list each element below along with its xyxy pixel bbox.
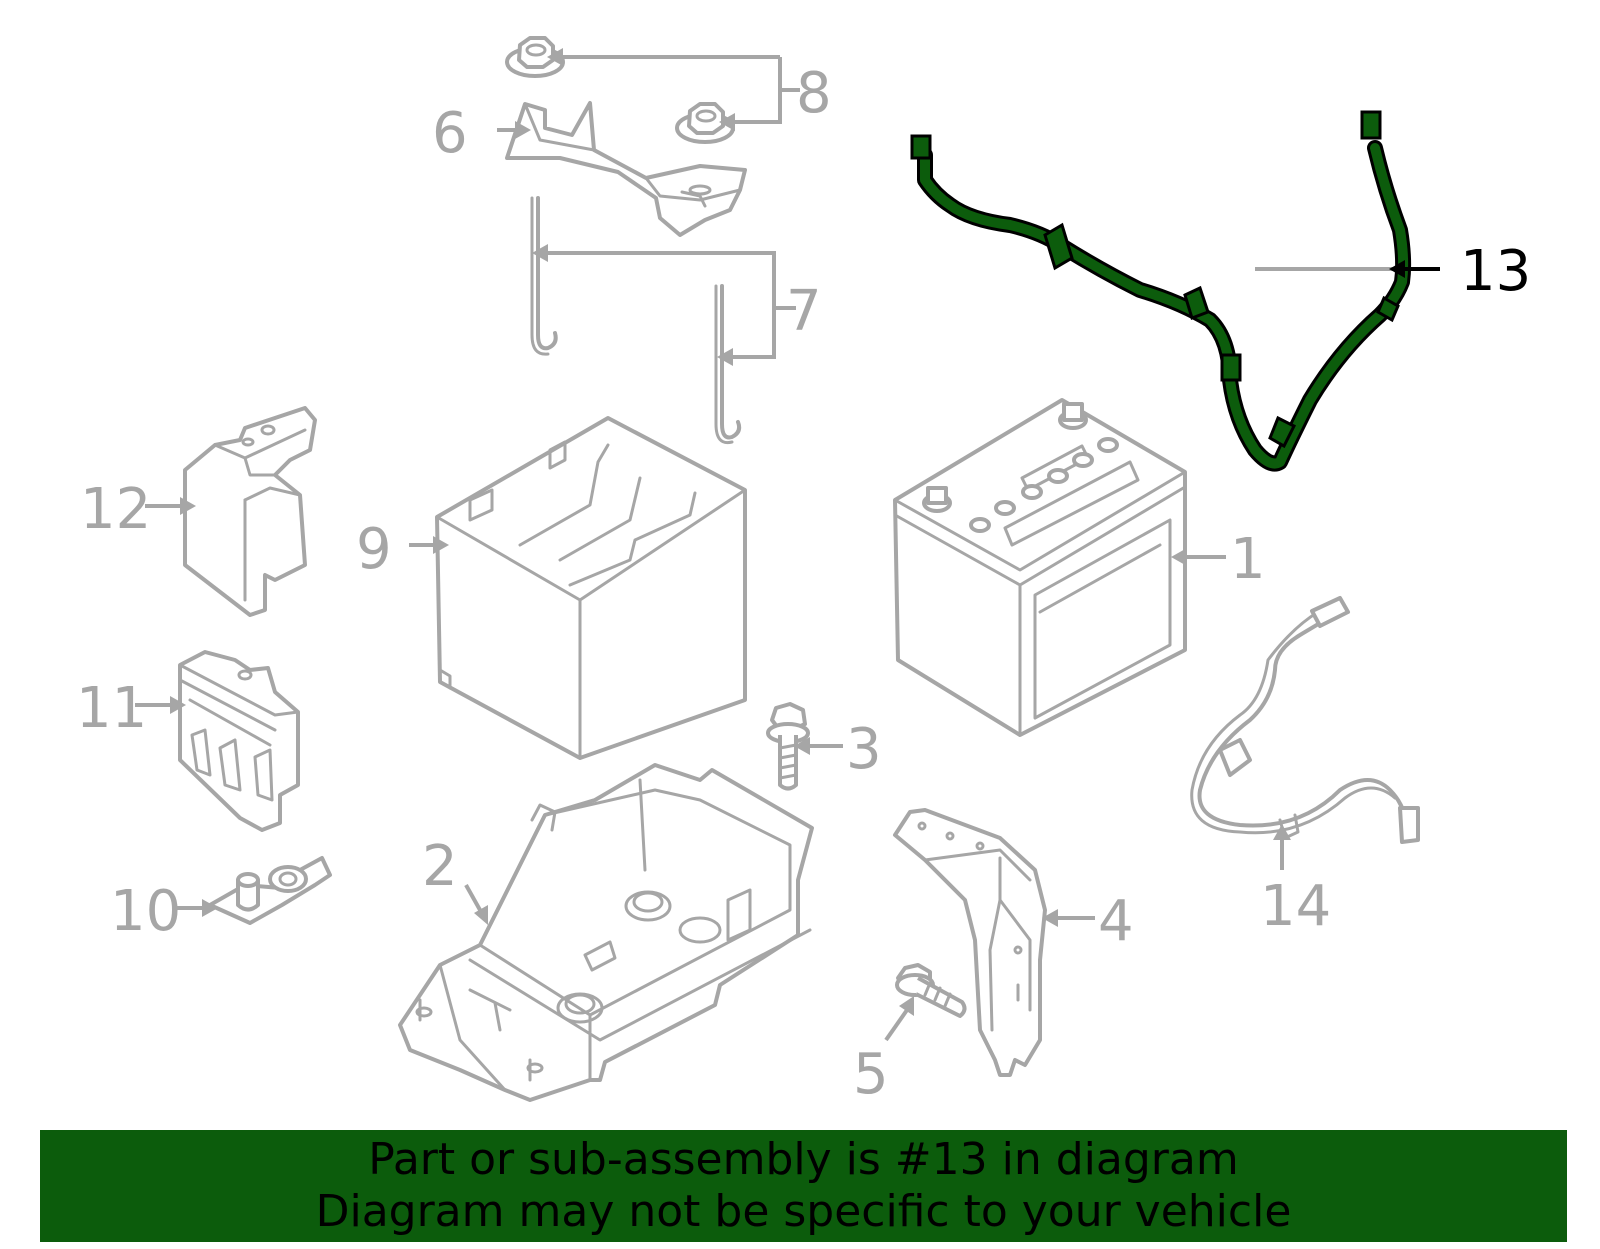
part-2-battery-tray [398, 763, 814, 1102]
part-5-bolt [895, 963, 967, 1018]
part-13-battery-cable [910, 110, 1412, 472]
part-info-banner: Part or sub-assembly is #13 in diagram D… [40, 1130, 1567, 1242]
callout-4: 4 [1098, 889, 1134, 954]
callout-3: 3 [846, 717, 882, 782]
callout-2: 2 [422, 834, 458, 899]
part-3-bolt [766, 702, 810, 791]
part-8-nut-right [675, 102, 735, 144]
leader-lines [135, 55, 1405, 1042]
callout-10: 10 [110, 879, 181, 944]
callout-6: 6 [432, 101, 468, 166]
callout-8: 8 [796, 61, 832, 126]
part-7-rod-right [714, 284, 742, 445]
callout-12: 12 [80, 477, 151, 542]
part-11-fuse-block [178, 650, 300, 832]
part-7-rod-left [530, 196, 558, 356]
callout-5: 5 [853, 1042, 889, 1107]
callout-14: 14 [1260, 874, 1331, 939]
part-12-cover [183, 406, 317, 617]
callout-1: 1 [1230, 527, 1266, 592]
banner-line-1: Part or sub-assembly is #13 in diagram [368, 1134, 1239, 1185]
callout-11: 11 [76, 676, 147, 741]
callout-7: 7 [786, 279, 822, 344]
part-1-battery [893, 398, 1187, 737]
leader-arrowheads [170, 48, 1291, 1016]
leader-arrowhead-13 [1389, 260, 1440, 278]
part-6-hold-down-bracket [505, 101, 747, 237]
part-9-battery-insulator [435, 416, 747, 760]
part-4-bracket [893, 808, 1047, 1077]
callout-13: 13 [1460, 239, 1531, 304]
callout-9: 9 [356, 517, 392, 582]
part-10-sensor [208, 856, 332, 925]
part-14-harness [1190, 596, 1420, 844]
banner-line-2: Diagram may not be specific to your vehi… [315, 1186, 1292, 1237]
